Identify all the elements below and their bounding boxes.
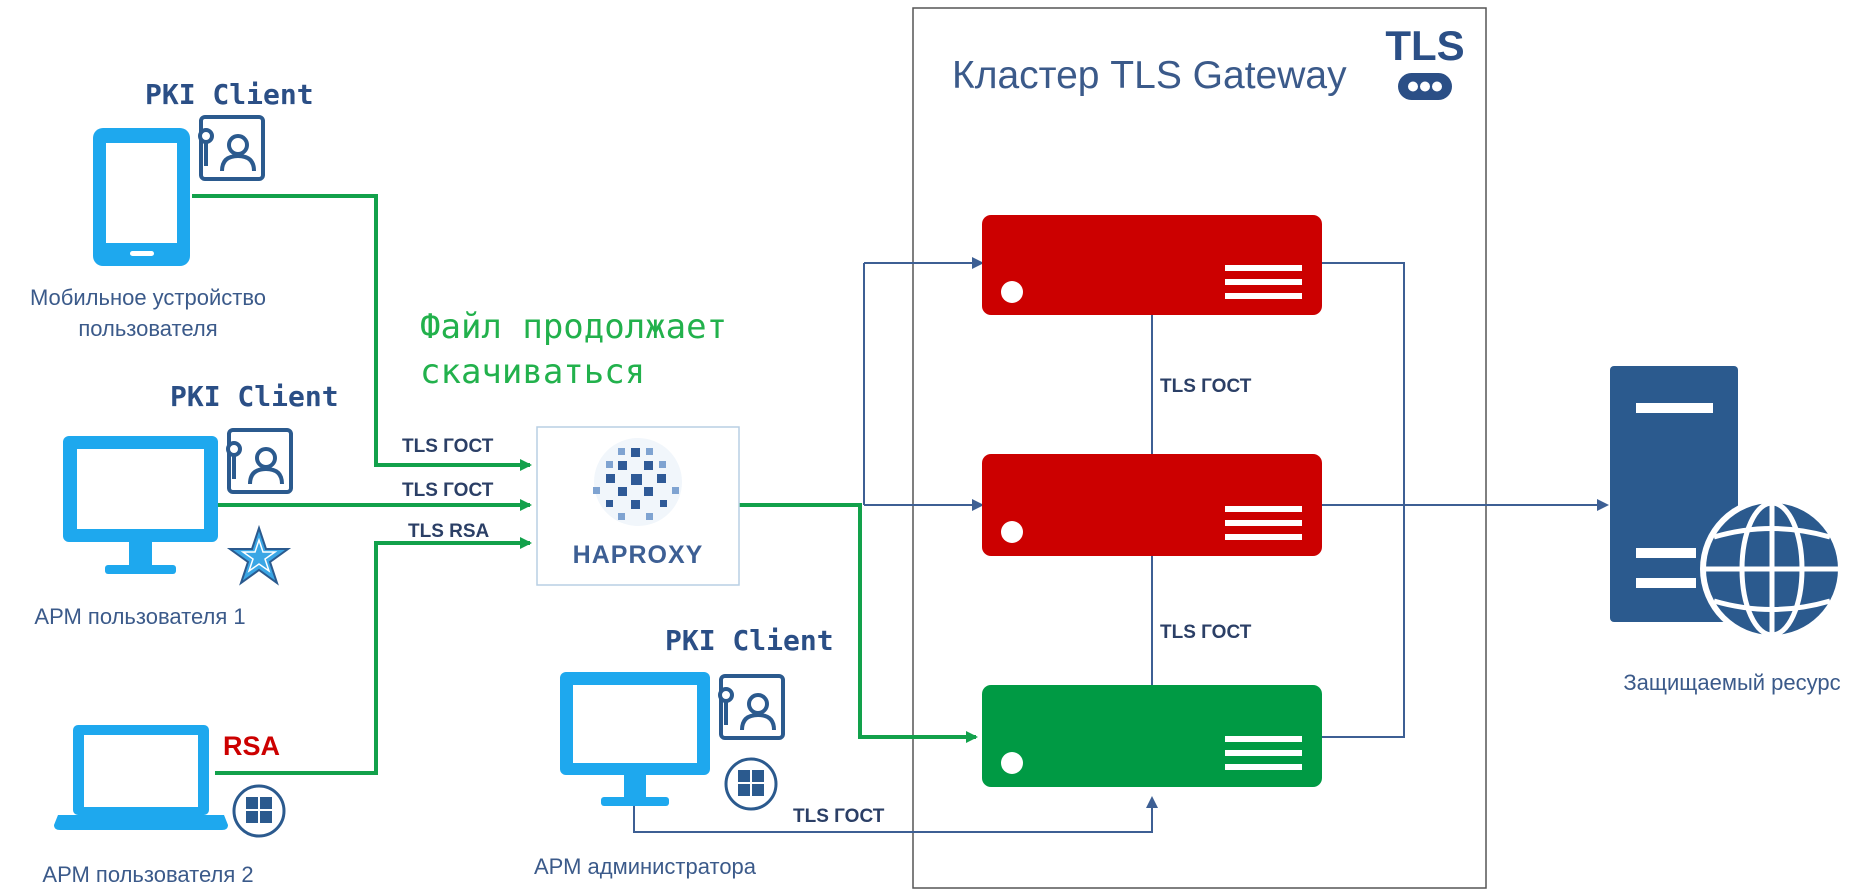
- mobile-device: PKI Client Мобильное устройство пользова…: [30, 78, 314, 341]
- mobile-label-1: Мобильное устройство: [30, 285, 266, 310]
- workstation-2: RSA АРМ пользователя 2: [42, 725, 286, 887]
- pki-card-icon: [226, 428, 293, 494]
- green-links: [192, 194, 978, 775]
- pki-label-arm1: PKI Client: [170, 380, 339, 413]
- cluster-title: Кластер TLS Gateway: [952, 54, 1347, 97]
- arm1-label: АРМ пользователя 1: [34, 604, 245, 629]
- mobile-label-2: пользователя: [78, 316, 217, 341]
- edge-label-mobile: TLS ГОСТ: [402, 436, 494, 457]
- blue-links: [633, 257, 1609, 833]
- pki-label-mobile: PKI Client: [145, 78, 314, 111]
- status-text-line1: Файл продолжает: [420, 307, 727, 347]
- haproxy-node: HAPROXY: [536, 426, 740, 586]
- globe-icon: [1700, 497, 1844, 641]
- windows-icon: [232, 784, 286, 838]
- protected-resource: Защищаемый ресурс: [1610, 366, 1844, 695]
- arm2-label: АРМ пользователя 2: [42, 862, 253, 887]
- edge-label-gw2-gw3: TLS ГОСТ: [1160, 622, 1252, 643]
- haproxy-logo-icon: [593, 438, 682, 526]
- pki-card-icon: [198, 115, 265, 181]
- laptop-icon: [54, 725, 228, 830]
- cluster-box: [912, 7, 1487, 889]
- edge-label-arm2: TLS RSA: [408, 521, 490, 542]
- pki-label-admin: PKI Client: [665, 624, 834, 657]
- edge-label-arm1: TLS ГОСТ: [402, 480, 494, 501]
- monitor-icon: [63, 436, 218, 574]
- star-icon: [226, 524, 292, 586]
- monitor-icon: [560, 672, 710, 806]
- svg-text:TLS: TLS: [1385, 22, 1464, 69]
- pki-card-icon: [718, 674, 785, 740]
- gateway-2: [982, 454, 1322, 556]
- windows-icon: [724, 757, 778, 811]
- rsa-badge: RSA: [223, 731, 280, 761]
- status-text-line2: скачиваться: [420, 352, 645, 392]
- haproxy-label: HAPROXY: [573, 541, 704, 569]
- gateway-3: [982, 685, 1322, 787]
- admin-label: АРМ администратора: [534, 854, 757, 879]
- tls-logo-icon: TLS: [1385, 22, 1465, 100]
- admin-workstation: PKI Client АРМ администратора: [534, 624, 834, 879]
- resource-label: Защищаемый ресурс: [1623, 670, 1840, 695]
- edge-label-admin: TLS ГОСТ: [793, 806, 885, 827]
- gateway-1: [982, 215, 1322, 315]
- smartphone-icon: [93, 128, 190, 266]
- edge-label-gw1-gw2: TLS ГОСТ: [1160, 376, 1252, 397]
- workstation-1: PKI Client АРМ пользователя 1: [34, 380, 338, 629]
